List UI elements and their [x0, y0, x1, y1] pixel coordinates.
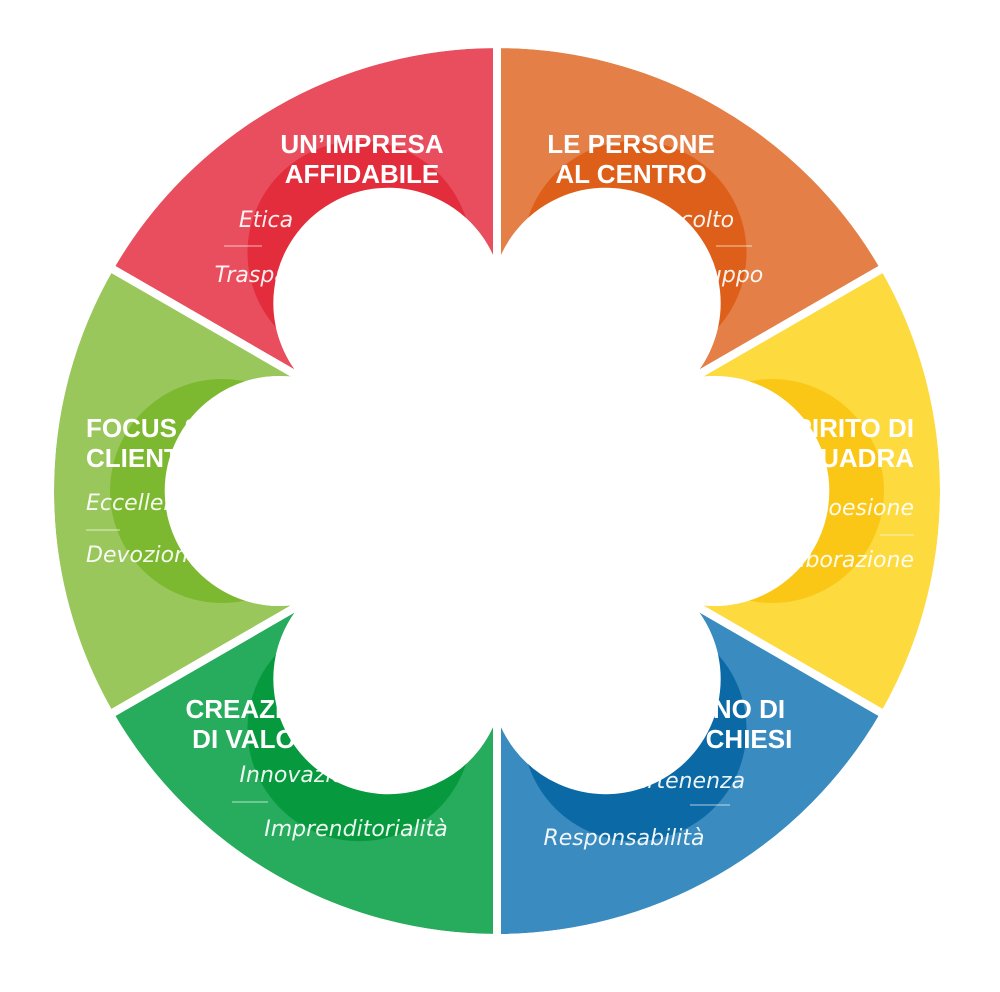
segment-value: Collaborazione — [751, 548, 914, 573]
segment-value: Coesione — [813, 496, 914, 521]
segment-value: Trasparenza — [215, 263, 350, 288]
petal-outline-ognuno-di-noi — [493, 592, 889, 942]
segment-spirito-di-squadra — [675, 263, 948, 719]
segment-title-line: UN’IMPRESA — [280, 129, 443, 159]
segment-value: Devozione — [86, 543, 202, 568]
petal-outline-impresa-affidabile — [105, 40, 501, 390]
segment-value: Eccellenza — [86, 491, 202, 516]
segment-title-line: NOI È CHIESI — [628, 724, 793, 754]
petal-outline-focus-sul-cliente — [46, 263, 319, 719]
segment-value: Innovazione — [240, 763, 373, 788]
segment-title-line: SQUADRA — [783, 443, 915, 473]
segment-value: Ascolto — [652, 208, 734, 233]
petal-outline-creazione-di-valore — [105, 592, 501, 942]
petal-outline-persone-al-centro — [493, 40, 889, 390]
segment-title-line: FOCUS SUL — [86, 413, 236, 443]
segment-value: Imprenditorialità — [264, 817, 448, 842]
segment-value: Appartenenza — [589, 769, 745, 794]
segment-title-line: AL CENTRO — [555, 159, 706, 189]
segment-title-line: CREAZIONE — [185, 694, 338, 724]
segment-value: Etica — [239, 208, 293, 233]
segment-title-line: DI VALORE — [192, 724, 332, 754]
segment-title-line: AFFIDABILE — [285, 159, 440, 189]
segment-title-line: LE PERSONE — [547, 129, 715, 159]
segment-value: Sviluppo — [669, 263, 764, 288]
segment-title-line: CLIENTE — [86, 443, 197, 473]
segment-title-line: OGNUNO DI — [635, 694, 785, 724]
segment-value: Responsabilità — [543, 826, 704, 851]
segment-title-line: SPIRITO DI — [777, 413, 914, 443]
petal-outline-spirito-di-squadra — [675, 263, 948, 719]
